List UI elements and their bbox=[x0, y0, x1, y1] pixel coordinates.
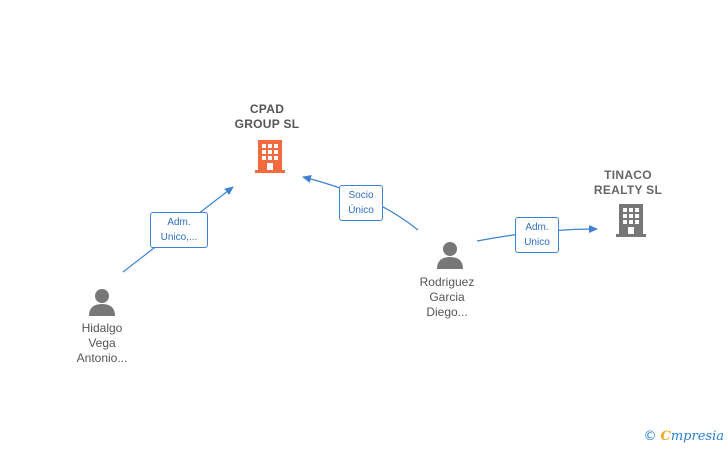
person-name-line2: Vega bbox=[88, 336, 116, 350]
company-name-line1: TINACO bbox=[604, 168, 652, 182]
edge-label-line2: Unico bbox=[524, 237, 550, 248]
edge-label-rodriguez-tinaco[interactable]: Adm. Unico bbox=[515, 217, 559, 253]
building-icon[interactable] bbox=[615, 202, 647, 238]
edge-label-line1: Adm. bbox=[167, 217, 191, 228]
edge-label-line2: Único bbox=[348, 205, 374, 216]
company-label-tinaco[interactable]: TINACO REALTY SL bbox=[578, 168, 678, 198]
company-label-cpad[interactable]: CPAD GROUP SL bbox=[217, 102, 317, 132]
person-name-line1: Hidalgo bbox=[81, 321, 123, 335]
edge-label-line1: Socio bbox=[348, 190, 374, 201]
company-name-line2: GROUP SL bbox=[234, 117, 300, 131]
edge-label-line2: Unico,... bbox=[160, 232, 198, 243]
company-name-line1: CPAD bbox=[249, 102, 285, 116]
brand-logo: Cmpresia bbox=[661, 429, 725, 444]
building-icon[interactable] bbox=[254, 138, 286, 174]
person-name-line2: Garcia bbox=[429, 290, 465, 304]
empresia-watermark: © Cmpresia bbox=[644, 429, 725, 444]
edge-label-hidalgo-cpad[interactable]: Adm. Unico,... bbox=[150, 212, 208, 248]
edge-label-line1: Adm. bbox=[525, 222, 549, 233]
edge-label-rodriguez-cpad[interactable]: Socio Único bbox=[339, 185, 383, 221]
person-name-line1: Rodriguez bbox=[419, 275, 475, 289]
brand-initial: C bbox=[660, 429, 671, 444]
person-label-hidalgo[interactable]: Hidalgo Vega Antonio... bbox=[52, 321, 152, 366]
person-icon[interactable] bbox=[87, 287, 117, 317]
copyright-symbol: © bbox=[643, 429, 657, 444]
person-name-line3: Diego... bbox=[426, 305, 468, 319]
person-name-line3: Antonio... bbox=[76, 351, 128, 365]
person-label-rodriguez[interactable]: Rodriguez Garcia Diego... bbox=[397, 275, 497, 320]
person-icon[interactable] bbox=[435, 240, 465, 270]
brand-rest: mpresia bbox=[670, 429, 724, 444]
company-name-line2: REALTY SL bbox=[593, 183, 663, 197]
